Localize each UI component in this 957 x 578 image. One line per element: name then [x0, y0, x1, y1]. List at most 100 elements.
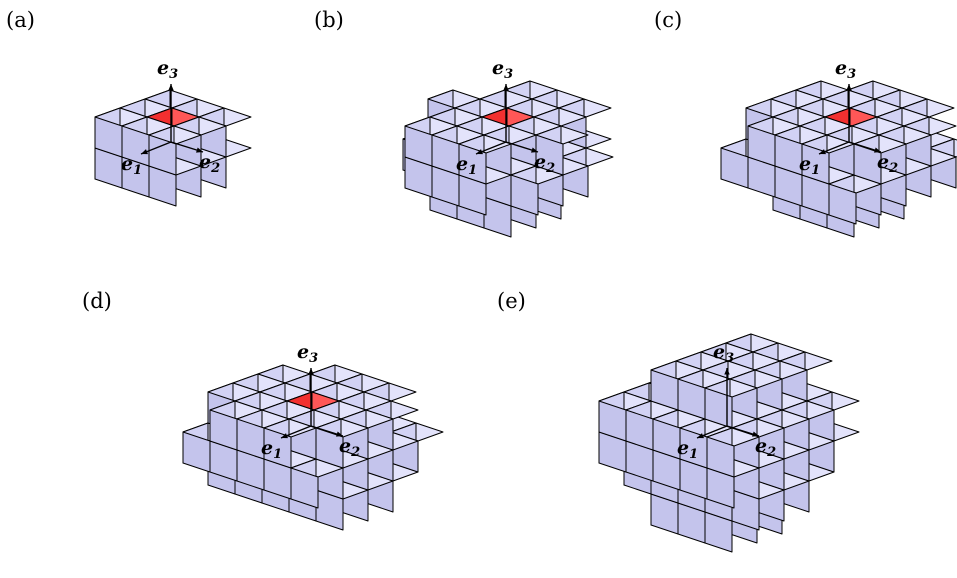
e1-label-subscript: 1: [689, 447, 698, 462]
e2-label-symbol: e: [534, 151, 546, 173]
e3-label-subscript: 3: [504, 67, 513, 82]
e1-axis-head: [141, 149, 148, 155]
neighbor-cube: [625, 400, 679, 451]
panel-label-c: (c): [654, 8, 682, 32]
e2-axis-head: [531, 147, 538, 153]
e3-label: e3: [157, 57, 178, 82]
cube-right-face: [315, 427, 344, 469]
cube-right-face: [853, 143, 882, 185]
cube-right-face: [706, 436, 735, 478]
e2-label-symbol: e: [199, 151, 211, 173]
e1-label-subscript: 1: [468, 163, 477, 178]
cube-cluster-b: [402, 80, 614, 238]
cube-right-face: [290, 467, 319, 509]
neighbor-cube: [404, 116, 458, 167]
e2-label: e2: [199, 151, 220, 176]
e3-label-symbol: e: [157, 57, 169, 79]
neighbor-cube: [706, 427, 760, 478]
neighbor-cube: [828, 174, 882, 225]
e2-label-symbol: e: [339, 435, 351, 457]
e1-label-symbol: e: [799, 153, 811, 175]
e3-label-symbol: e: [492, 57, 504, 79]
neighbor-cube: [290, 458, 344, 509]
e3-label-symbol: e: [713, 341, 725, 363]
neighbor-cube: [704, 378, 758, 429]
neighbor-cube: [236, 409, 290, 460]
e1-label-symbol: e: [261, 437, 273, 459]
e3-axis-head: [724, 368, 730, 375]
cube-cluster-a: [94, 89, 252, 207]
e1-label: e1: [261, 437, 282, 462]
e3-axis-head: [503, 84, 509, 91]
e3-label-subscript: 3: [725, 351, 734, 366]
neighbor-cube: [535, 125, 589, 176]
e1-label-symbol: e: [456, 153, 468, 175]
e1-axis-head: [697, 433, 704, 439]
e1-label: e1: [677, 437, 698, 462]
e2-label-symbol: e: [755, 435, 767, 457]
e1-label-symbol: e: [677, 437, 689, 459]
e3-axis-head: [308, 368, 314, 375]
e2-axis-head: [752, 431, 759, 437]
panel-label-e: (e): [497, 289, 526, 313]
panel-label-d: (d): [82, 289, 112, 313]
e3-label-subscript: 3: [847, 67, 856, 82]
e2-label-subscript: 2: [888, 161, 898, 176]
e3-label: e3: [835, 57, 856, 82]
e3-label: e3: [297, 341, 318, 366]
e2-label: e2: [339, 435, 360, 460]
e1-label: e1: [799, 153, 820, 178]
e1-label-subscript: 1: [811, 163, 820, 178]
e3-label: e3: [713, 341, 734, 366]
e2-label: e2: [877, 151, 898, 176]
e3-label-symbol: e: [297, 341, 309, 363]
cube-right-face: [535, 134, 564, 176]
e3-axis-head: [846, 84, 852, 91]
e2-axis-head: [196, 147, 203, 153]
e3-axis-head: [168, 84, 174, 91]
cube-cluster-d: [182, 364, 444, 531]
e1-label: e1: [121, 153, 142, 178]
panel-label-b: (b): [314, 8, 344, 32]
e2-label-subscript: 2: [766, 445, 776, 460]
e1-axis-head: [281, 433, 288, 439]
neighbor-cube: [121, 116, 175, 167]
cube-cluster-c: [720, 80, 957, 238]
e1-axis-head: [819, 149, 826, 155]
panel-label-a: (a): [6, 8, 35, 32]
cube-right-face: [148, 134, 177, 176]
e3-label-subscript: 3: [169, 67, 178, 82]
neighbor-cube: [510, 165, 564, 216]
e3-label: e3: [492, 57, 513, 82]
e2-label: e2: [755, 435, 776, 460]
e1-label: e1: [456, 153, 477, 178]
e2-label-subscript: 2: [210, 161, 220, 176]
e3-label-symbol: e: [835, 57, 847, 79]
e2-axis-head: [336, 431, 343, 437]
cube-cluster-e: [598, 333, 860, 553]
e1-label-symbol: e: [121, 153, 133, 175]
e1-axis-head: [476, 149, 483, 155]
e2-axis-head: [874, 147, 881, 153]
e1-label-subscript: 1: [133, 163, 142, 178]
cube-right-face: [510, 174, 539, 216]
e2-label-symbol: e: [877, 151, 889, 173]
e2-label-subscript: 2: [545, 161, 555, 176]
e1-label-subscript: 1: [273, 447, 282, 462]
e2-label-subscript: 2: [350, 445, 360, 460]
neighbor-cube: [458, 134, 512, 185]
cube-right-face: [828, 183, 857, 225]
e2-label: e2: [534, 151, 555, 176]
e3-label-subscript: 3: [309, 351, 318, 366]
